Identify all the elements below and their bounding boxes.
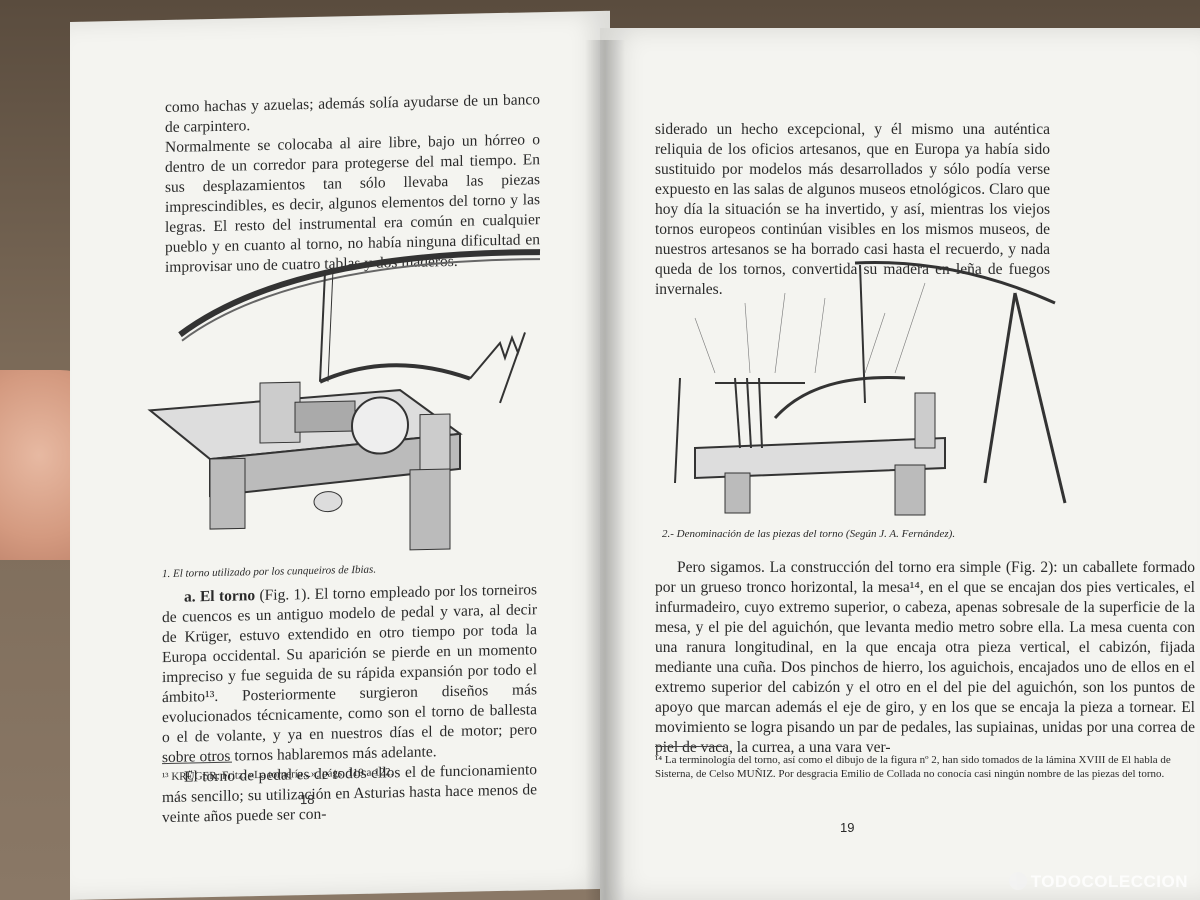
right-body-text: Pero sigamos. La construcción del torno …: [655, 558, 1195, 758]
right-footnote-rule: [655, 746, 725, 747]
watermark-text: TODOCOLECCION: [1030, 872, 1188, 891]
right-footnote: ¹⁴ La terminología del torno, así como e…: [655, 754, 1171, 780]
lathe-illustration-fig1: [147, 249, 541, 551]
left-page: como hachas y azuelas; además solía ayud…: [70, 10, 610, 900]
right-page-number: 19: [840, 820, 855, 835]
left-body-paragraph-1: a. El torno (Fig. 1). El torno empleado …: [162, 580, 537, 768]
book-gutter-shadow: [585, 40, 625, 900]
right-top-text: siderado un hecho excepcional, y él mism…: [655, 121, 1050, 298]
left-body-paragraph-1-text: (Fig. 1). El torno empleado por los torn…: [162, 581, 538, 767]
right-caption: 2.- Denominación de las piezas del torno…: [662, 528, 956, 540]
lathe-diagram-fig2: [674, 261, 1067, 516]
section-heading-el-torno: a. El torno: [184, 587, 256, 606]
watermark: TODOCOLECCION: [1008, 872, 1188, 892]
left-caption: 1. El torno utilizado por los cunqueiros…: [162, 563, 377, 581]
left-body-text: a. El torno (Fig. 1). El torno empleado …: [162, 580, 537, 828]
watermark-logo-icon: [1008, 872, 1027, 890]
left-page-number: 18: [300, 791, 315, 808]
right-body-paragraph: Pero sigamos. La construcción del torno …: [655, 559, 1195, 756]
right-page: siderado un hecho excepcional, y él mism…: [600, 28, 1200, 900]
